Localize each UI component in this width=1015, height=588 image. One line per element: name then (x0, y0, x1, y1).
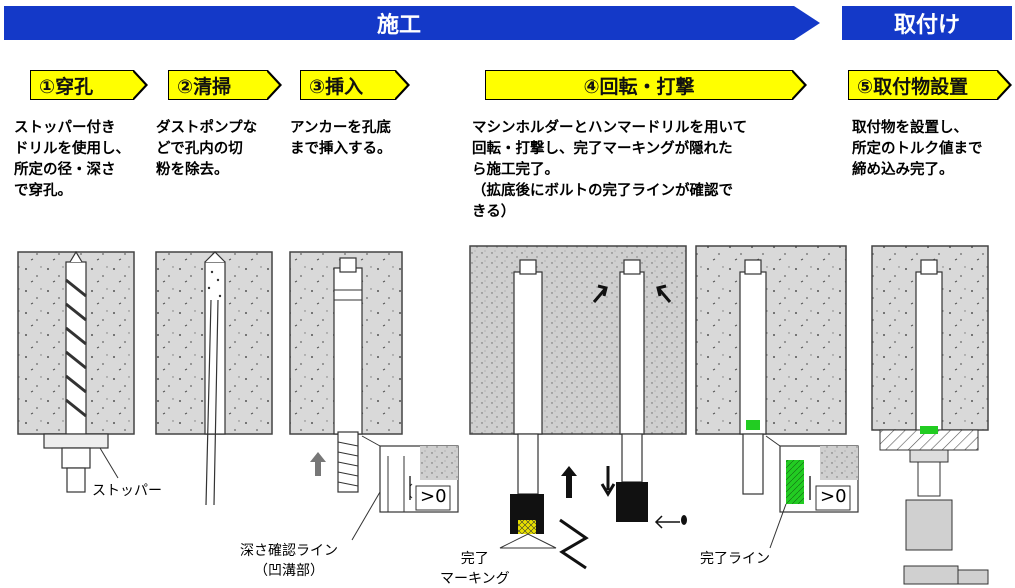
anchor-body (333, 267, 363, 435)
completion-marking (518, 520, 536, 534)
concrete-block (695, 245, 847, 435)
installation-banner-label: 取付け (893, 13, 960, 38)
step-rotation-box: ④回転・打撃 (485, 70, 807, 100)
step-cleaning-description: ダストポンプな どで孔内の切 粉を除去。 (156, 120, 258, 178)
concrete-block (469, 245, 687, 435)
construction-banner-label: 施工 (376, 13, 421, 38)
construction-banner: 施工 (4, 6, 794, 40)
step-mounting-box: ⑤取付物設置 (848, 70, 1012, 100)
step-drilling-description: ストッパー付き ドリルを使用し、 所定の径・深さ で穿孔。 (14, 120, 130, 199)
construction-banner-arrow (794, 6, 820, 40)
stopper (43, 433, 109, 449)
step-rotation-description: マシンホルダーとハンマードリルを用いて 回転・打撃し、完了マーキングが隠れた ら… (472, 120, 748, 220)
step-cleaning-box: ②清掃 (168, 70, 282, 100)
step-drilling-label: ①穿孔 (39, 75, 94, 98)
step-insertion-label: ③挿入 (309, 75, 364, 98)
completion-marking-label: 完了 マーキング (440, 551, 510, 587)
insertion-illustration (289, 251, 459, 541)
mounting-illustration (871, 245, 989, 585)
eye-icon (681, 515, 687, 525)
cleaning-illustration (155, 251, 273, 506)
rotation-arrow-icon (559, 518, 589, 570)
expansion-arrow-left-icon (592, 284, 608, 303)
step-cleaning-label: ②清掃 (177, 75, 232, 98)
gap-value-label-2: >0 (820, 486, 847, 507)
insert-arrow-icon (310, 452, 326, 476)
anchor-body (513, 271, 543, 435)
step-mounting-label: ⑤取付物設置 (857, 75, 969, 98)
completion-line-label: 完了ライン (700, 551, 770, 567)
step-drilling-box: ①穿孔 (30, 70, 148, 100)
rotation-illustration-after (695, 245, 859, 549)
drilling-illustration (17, 250, 135, 493)
depth-line-label: 深さ確認ライン （凹溝部） (240, 543, 338, 579)
dust-pump-nozzle (205, 299, 219, 506)
completion-line-mark (786, 460, 804, 504)
stopper-label: ストッパー (92, 483, 162, 499)
down-arrow-icon (600, 466, 616, 497)
step-rotation-label: ④回転・打撃 (583, 75, 695, 98)
gap-value-label: >0 (420, 486, 447, 507)
torque-wrench-socket (905, 499, 953, 551)
rotation-illustration-before (469, 245, 687, 570)
step-insertion-description: アンカーを孔底 まで挿入する。 (290, 120, 392, 157)
step-mounting-description: 取付物を設置し、 所定のトルク値まで 締め込み完了。 (852, 120, 983, 178)
installation-banner: 取付け (842, 6, 1012, 40)
expansion-arrow-right-icon (656, 284, 672, 303)
step-insertion-box: ③挿入 (300, 70, 410, 100)
up-arrow-icon (561, 466, 577, 498)
